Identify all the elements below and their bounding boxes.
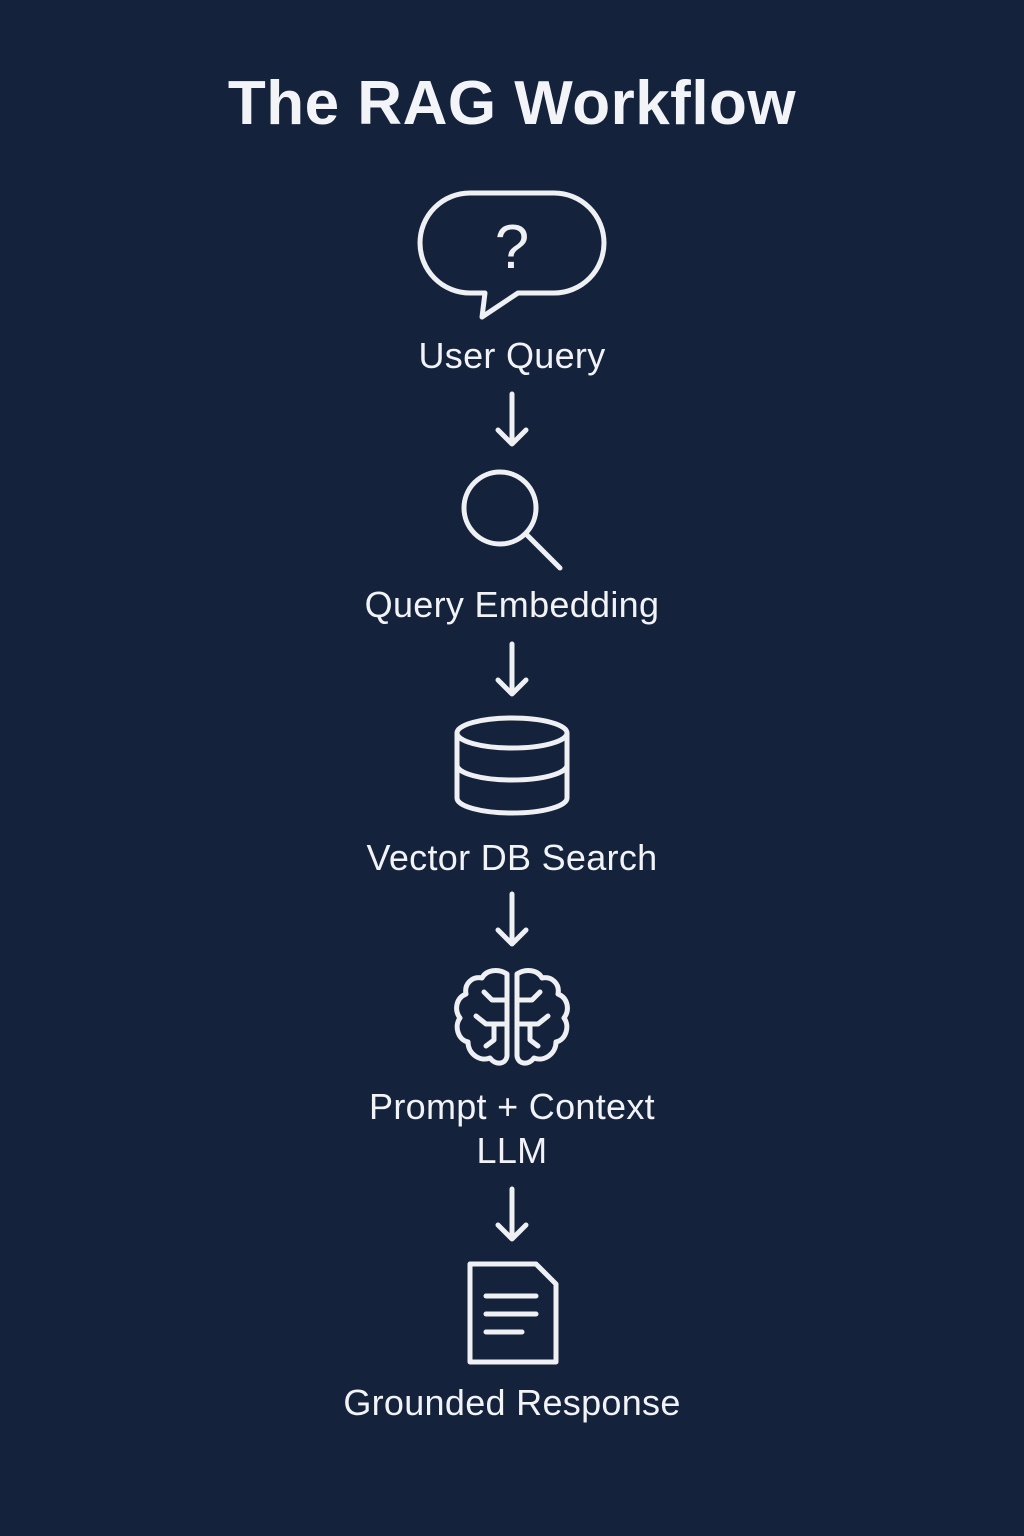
step-label-vector-db-search: Vector DB Search xyxy=(366,837,658,878)
speech-bubble-question-icon: ? xyxy=(417,190,607,322)
arrow-down-icon xyxy=(492,1185,532,1245)
arrow-down-icon xyxy=(492,390,532,450)
magnifying-glass-icon xyxy=(458,466,568,576)
step-label-user-query: User Query xyxy=(418,335,606,376)
step-label-line-1: Prompt + Context xyxy=(369,1086,655,1127)
step-label-prompt-context-llm: Prompt + Context LLM xyxy=(0,1085,1024,1173)
step-label-grounded-response: Grounded Response xyxy=(343,1382,681,1423)
database-icon xyxy=(452,714,572,816)
step-label-line-2: LLM xyxy=(476,1130,548,1171)
arrow-down-icon xyxy=(492,640,532,700)
brain-icon xyxy=(450,966,574,1070)
step-label-query-embedding: Query Embedding xyxy=(364,584,660,625)
diagram-title: The RAG Workflow xyxy=(227,69,797,138)
document-icon xyxy=(464,1260,562,1368)
arrow-down-icon xyxy=(492,890,532,950)
question-mark-glyph: ? xyxy=(495,213,529,282)
